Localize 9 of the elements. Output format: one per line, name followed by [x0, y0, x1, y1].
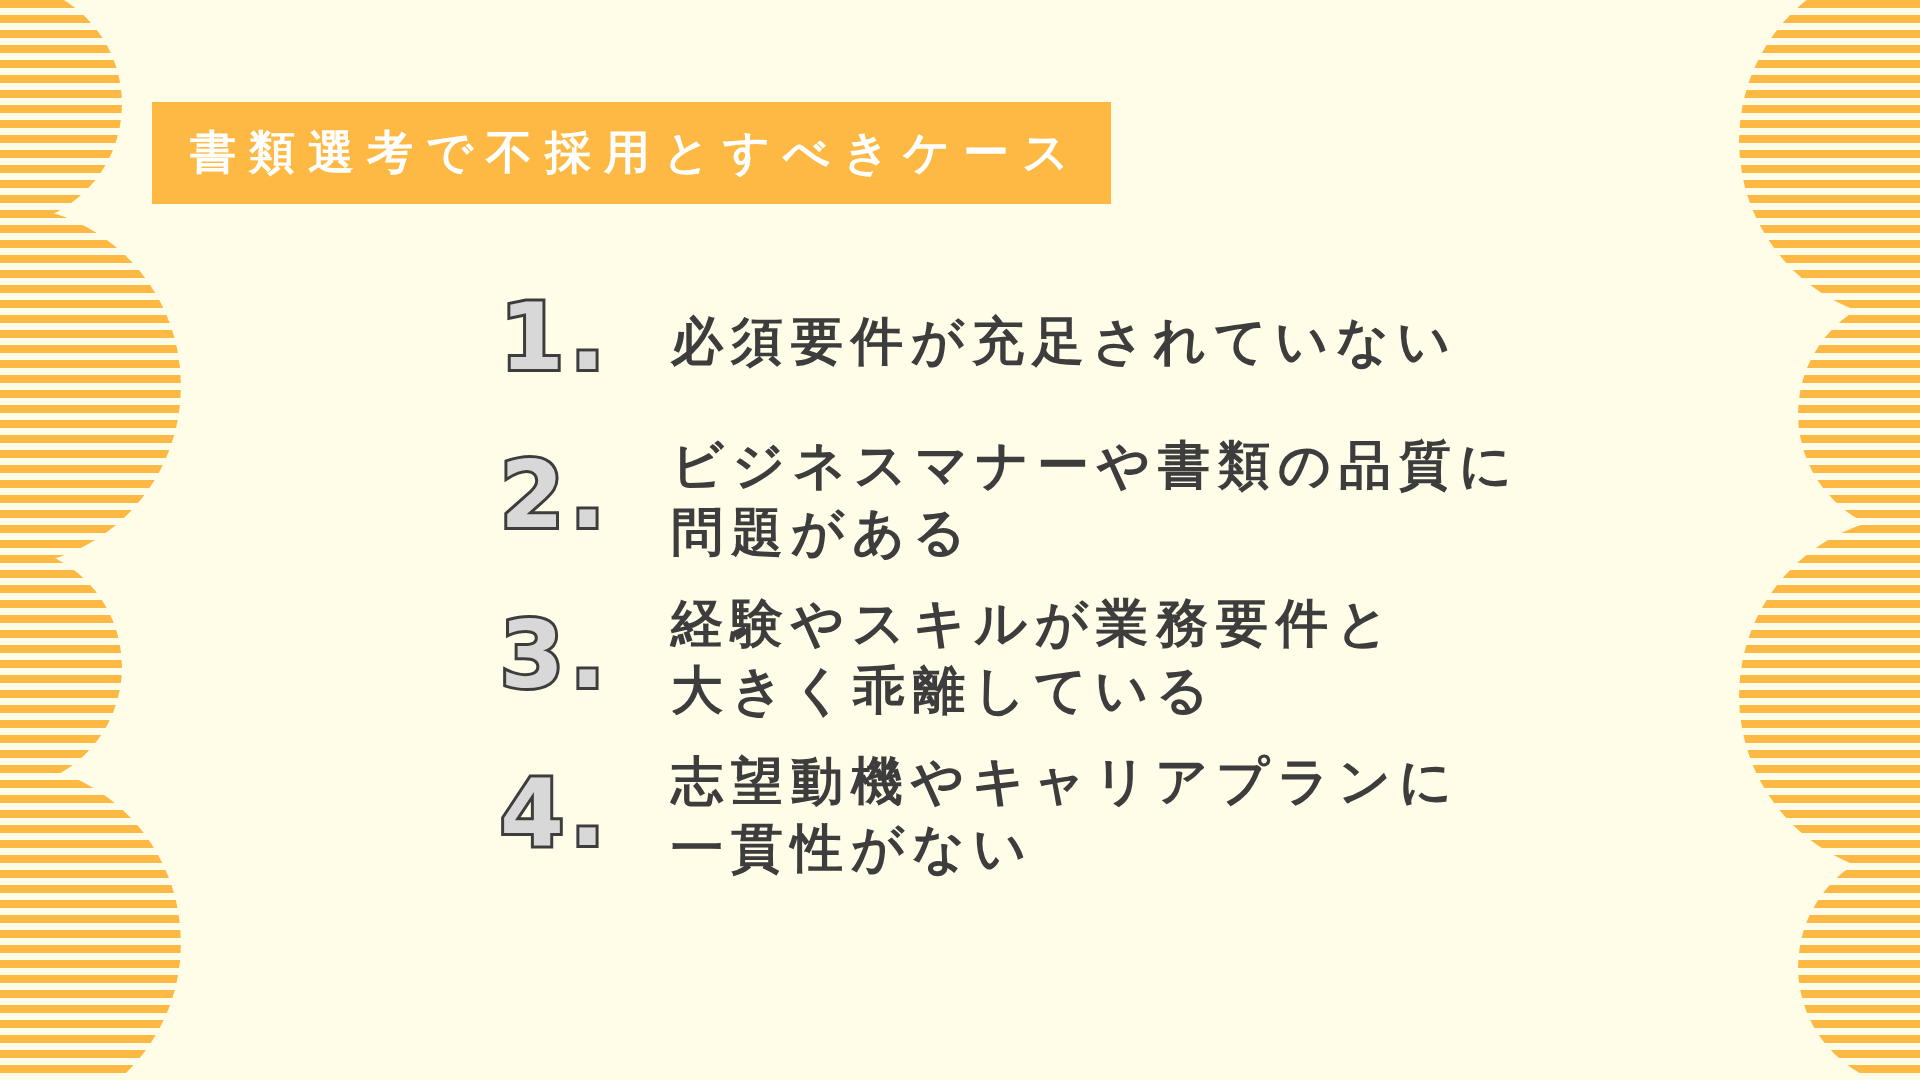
- list-number: 4.: [500, 768, 611, 860]
- title-banner: 書類選考で不採用とすべきケース: [152, 102, 1111, 204]
- list-item-text: 経験やスキルが業務要件と大きく乖離している: [671, 592, 1398, 722]
- list-number: 3.: [500, 610, 611, 702]
- list-item-text: 志望動機やキャリアプランに一貫性がない: [671, 750, 1461, 880]
- list-number: 1.: [500, 292, 611, 384]
- list-item-text: ビジネスマナーや書類の品質に問題がある: [671, 434, 1521, 564]
- list-number: 2.: [500, 450, 611, 542]
- list-item-text: 必須要件が充足されていない: [671, 310, 1459, 373]
